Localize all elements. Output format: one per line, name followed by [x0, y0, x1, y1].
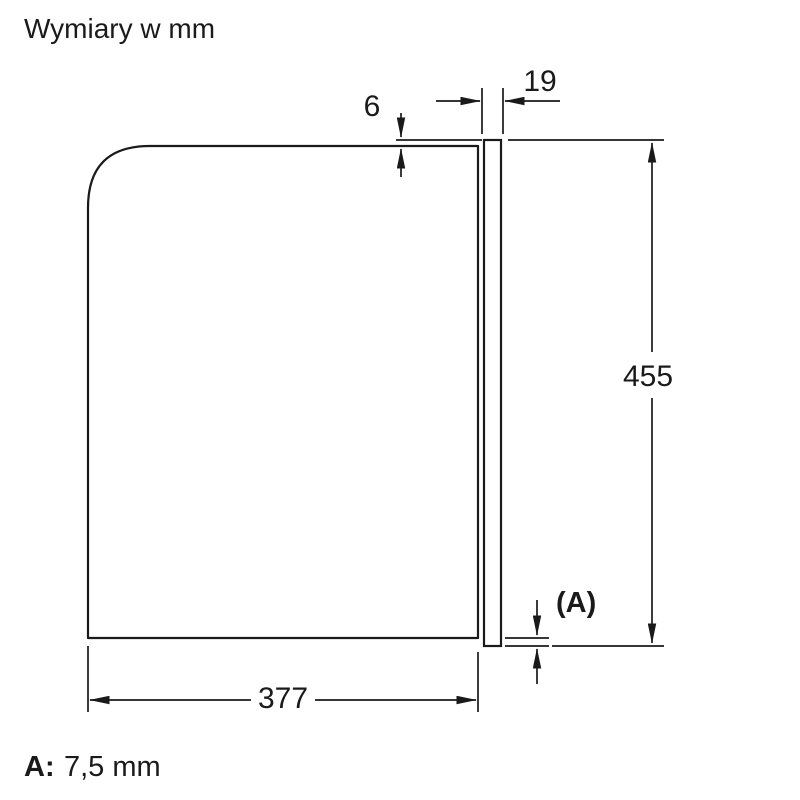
page-title: Wymiary w mm — [24, 13, 215, 44]
dim-top-offset-label: 6 — [364, 90, 381, 123]
appliance-body-outline — [86, 144, 480, 640]
dim-depth: 377 — [87, 646, 479, 715]
footnote-label: A: — [24, 751, 55, 783]
dim-a-protrusion: (A) — [505, 587, 596, 684]
dim-height-label: 455 — [623, 360, 673, 393]
dim-door-thickness-label: 19 — [523, 65, 556, 98]
dim-height: 455 — [508, 139, 673, 647]
dim-a-label: (A) — [556, 587, 596, 619]
footnote-value: 7,5 mm — [64, 751, 161, 783]
door-panel — [482, 138, 503, 648]
dim-door-thickness: 19 — [436, 65, 560, 134]
footnote: A: 7,5 mm — [24, 751, 161, 783]
dim-depth-label: 377 — [258, 682, 308, 715]
appliance-outline-group — [86, 138, 503, 648]
dim-top-offset: 6 — [364, 90, 482, 177]
